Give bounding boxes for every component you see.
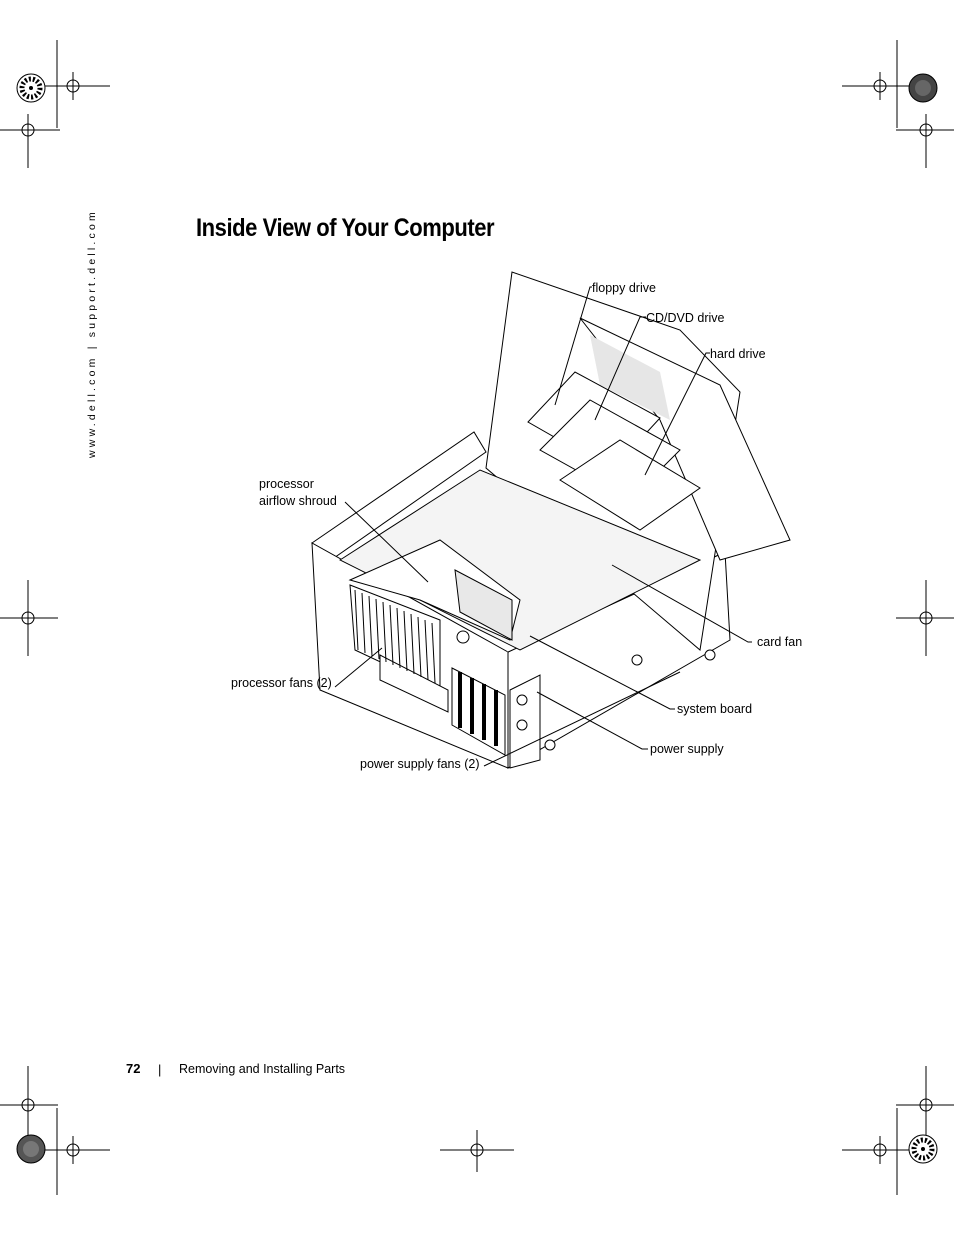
callout-processor-fans: processor fans (2) [231,676,332,690]
crosshair-mark-icon [0,1066,58,1142]
registration-target-icon [16,73,46,103]
crosshair-mark-icon [40,1108,110,1195]
crosshair-mark-icon [896,114,954,168]
crosshair-mark-icon [896,580,954,656]
callout-processor-shroud-line1: processor [259,477,314,491]
callout-hard-drive: hard drive [710,347,766,361]
footer-separator: | [158,1062,162,1077]
registration-target-icon [16,1134,46,1164]
crosshair-mark-icon [896,1066,954,1142]
crosshair-mark-icon [842,1108,914,1195]
crosshair-mark-icon [0,580,58,656]
callout-card-fan: card fan [757,635,803,649]
callout-power-supply-fans: power supply fans (2) [360,757,480,771]
page-number: 72 [126,1061,141,1076]
page-title: Inside View of Your Computer [196,214,495,242]
crosshair-mark-icon [440,1130,514,1172]
crosshair-mark-icon [842,40,914,128]
crosshair-mark-icon [0,114,60,168]
callout-processor-shroud-line2: airflow shroud [259,494,337,508]
registration-target-icon [908,1134,938,1164]
callout-system-board: system board [677,702,753,716]
callout-power-supply: power supply [650,742,724,756]
crosshair-mark-icon [40,40,110,128]
footer-section-title: Removing and Installing Parts [179,1062,346,1076]
registration-target-icon [908,73,938,103]
callout-floppy-drive: floppy drive [592,281,656,295]
callout-cd-dvd-drive: CD/DVD drive [646,311,725,325]
